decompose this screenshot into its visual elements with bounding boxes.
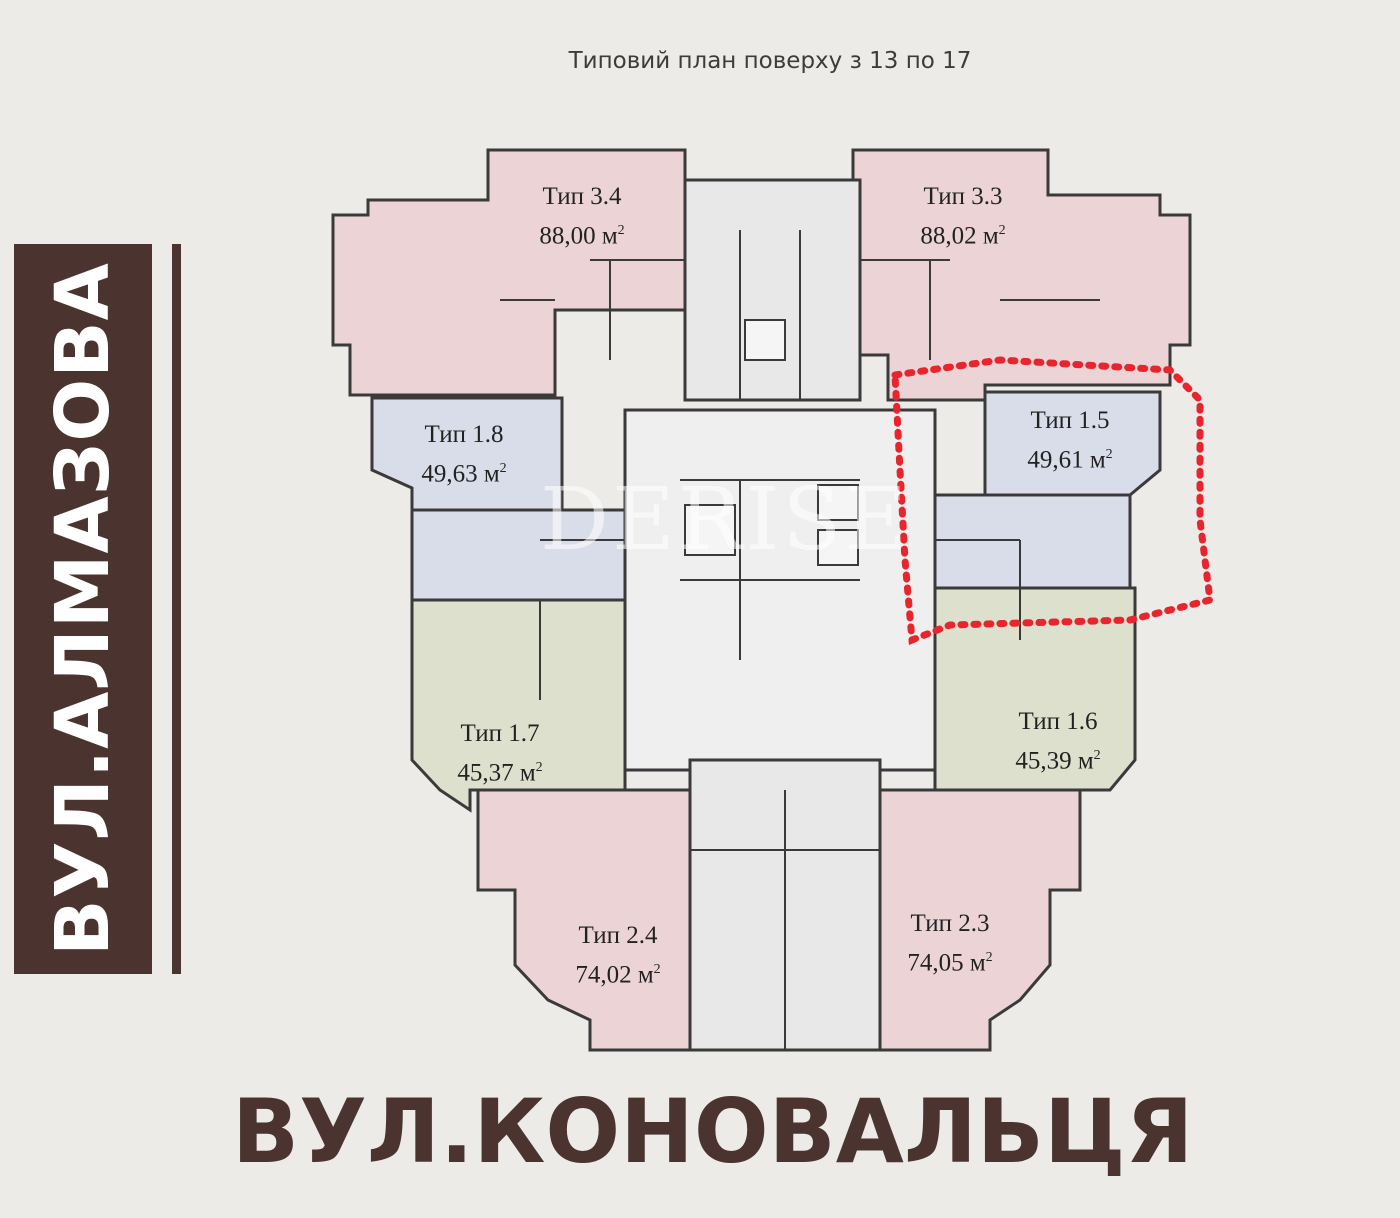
unit-type: Тип 2.3 (910, 910, 990, 937)
page-title: Типовий план поверху з 13 по 17 (568, 48, 972, 74)
unit-label-2-3[interactable]: Тип 2.3 74,05 м2 (880, 907, 1020, 980)
unit-label-2-4[interactable]: Тип 2.4 74,02 м2 (548, 919, 688, 992)
unit-label-1-8[interactable]: Тип 1.8 49,63 м2 (394, 418, 534, 491)
unit-1-8-lower-shape[interactable] (410, 508, 627, 602)
unit-1-5-shape[interactable] (983, 390, 1162, 497)
street-name-bottom: ВУЛ.КОНОВАЛЬЦЯ (232, 1080, 1194, 1183)
highlight-outline (891, 356, 1214, 645)
interior-walls (500, 230, 1100, 1050)
central-core (623, 408, 937, 772)
street-banner-left: ВУЛ.АЛМАЗОВА (14, 244, 152, 974)
unit-area: 45,39 м2 (1015, 747, 1101, 775)
stair-core-top (683, 178, 862, 402)
unit-label-3-3[interactable]: Тип 3.3 88,02 м2 (893, 180, 1033, 253)
unit-1-5-lower-shape[interactable] (933, 493, 1132, 590)
unit-label-1-6[interactable]: Тип 1.6 45,39 м2 (988, 705, 1128, 778)
unit-area: 49,61 м2 (1027, 446, 1113, 474)
unit-area: 88,02 м2 (920, 222, 1006, 250)
unit-label-3-4[interactable]: Тип 3.4 88,00 м2 (512, 180, 652, 253)
unit-label-1-7[interactable]: Тип 1.7 45,37 м2 (430, 717, 570, 790)
unit-area: 74,05 м2 (907, 949, 993, 977)
unit-type: Тип 2.4 (578, 922, 658, 949)
elevators (684, 319, 859, 566)
unit-area: 45,37 м2 (457, 759, 543, 787)
unit-type: Тип 1.5 (1030, 407, 1110, 434)
unit-type: Тип 1.7 (460, 720, 540, 747)
unit-area: 49,63 м2 (421, 460, 507, 488)
unit-label-1-5[interactable]: Тип 1.5 49,61 м2 (1000, 404, 1140, 477)
unit-2-3-shape[interactable] (878, 788, 1082, 1052)
unit-area: 74,02 м2 (575, 961, 661, 989)
unit-type: Тип 3.4 (542, 183, 622, 210)
unit-type: Тип 1.6 (1018, 708, 1098, 735)
unit-type: Тип 3.3 (923, 183, 1003, 210)
unit-type: Тип 1.8 (424, 421, 504, 448)
banner-stripe (172, 244, 181, 974)
unit-area: 88,00 м2 (539, 222, 625, 250)
